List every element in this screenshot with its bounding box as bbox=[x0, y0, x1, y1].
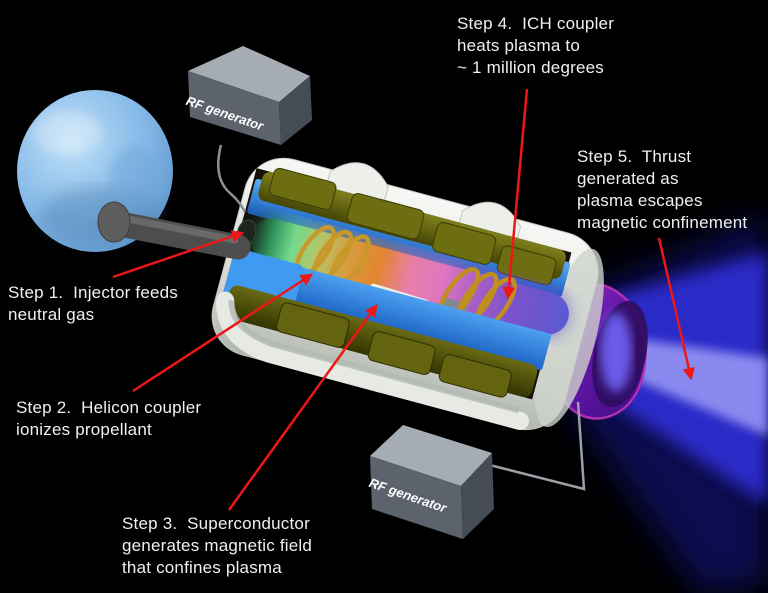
label-step1: Step 1. Injector feeds neutral gas bbox=[8, 282, 178, 326]
injector-knob bbox=[97, 201, 131, 243]
label-step5-line1: Step 5. Thrust bbox=[577, 147, 692, 166]
label-step1-line2: neutral gas bbox=[8, 305, 95, 324]
arrow-step2 bbox=[132, 273, 314, 393]
arrow-step1 bbox=[112, 230, 245, 279]
arrow-step4 bbox=[502, 88, 529, 300]
label-step2: Step 2. Helicon coupler ionizes propella… bbox=[16, 397, 201, 441]
label-step2-line2: ionizes propellant bbox=[16, 420, 152, 439]
superconducting-magnets-bottom bbox=[224, 285, 538, 398]
rf-wire-top bbox=[217, 144, 247, 213]
callout-arrows bbox=[112, 88, 695, 511]
label-step5-line4: magnetic confinement bbox=[577, 213, 748, 232]
tank-highlight bbox=[34, 111, 102, 155]
label-step2-line1: Step 2. Helicon coupler bbox=[16, 398, 202, 417]
label-step5-line2: generated as bbox=[577, 169, 679, 188]
injector-tube bbox=[97, 201, 251, 260]
shell-trough-rim bbox=[216, 291, 530, 431]
rf-generator-top-box bbox=[188, 46, 312, 145]
label-step1-line1: Step 1. Injector feeds bbox=[8, 283, 178, 302]
label-step3-line2: generates magnetic field bbox=[122, 536, 313, 555]
shell-arch-left bbox=[325, 162, 389, 203]
label-step4-line1: Step 4. ICH coupler bbox=[457, 14, 615, 33]
label-step3-line3: that confines plasma bbox=[122, 558, 282, 577]
label-step4-line2: heats plasma to bbox=[457, 36, 581, 55]
shell-arch-right bbox=[457, 201, 522, 243]
shell-end-cap bbox=[534, 248, 604, 428]
label-step3-line1: Step 3. Superconductor bbox=[122, 514, 310, 533]
label-step3: Step 3. Superconductor generates magneti… bbox=[122, 513, 312, 579]
tank-dimple bbox=[109, 146, 161, 214]
shell-trough-shadow bbox=[228, 300, 520, 414]
label-step4-line3: ~ 1 million degrees bbox=[457, 58, 604, 77]
arrow-step3 bbox=[227, 303, 378, 511]
nozzle-mouth-glow bbox=[600, 312, 632, 392]
label-step4: Step 4. ICH coupler heats plasma to ~ 1 … bbox=[457, 13, 614, 79]
rf-generator-bottom-box bbox=[370, 425, 494, 539]
engine-assembly bbox=[211, 157, 604, 431]
label-step5-line3: plasma escapes bbox=[577, 191, 703, 210]
label-step5: Step 5. Thrust generated as plasma escap… bbox=[577, 146, 747, 234]
arrow-step5 bbox=[657, 237, 695, 381]
propellant-tank bbox=[17, 90, 173, 252]
